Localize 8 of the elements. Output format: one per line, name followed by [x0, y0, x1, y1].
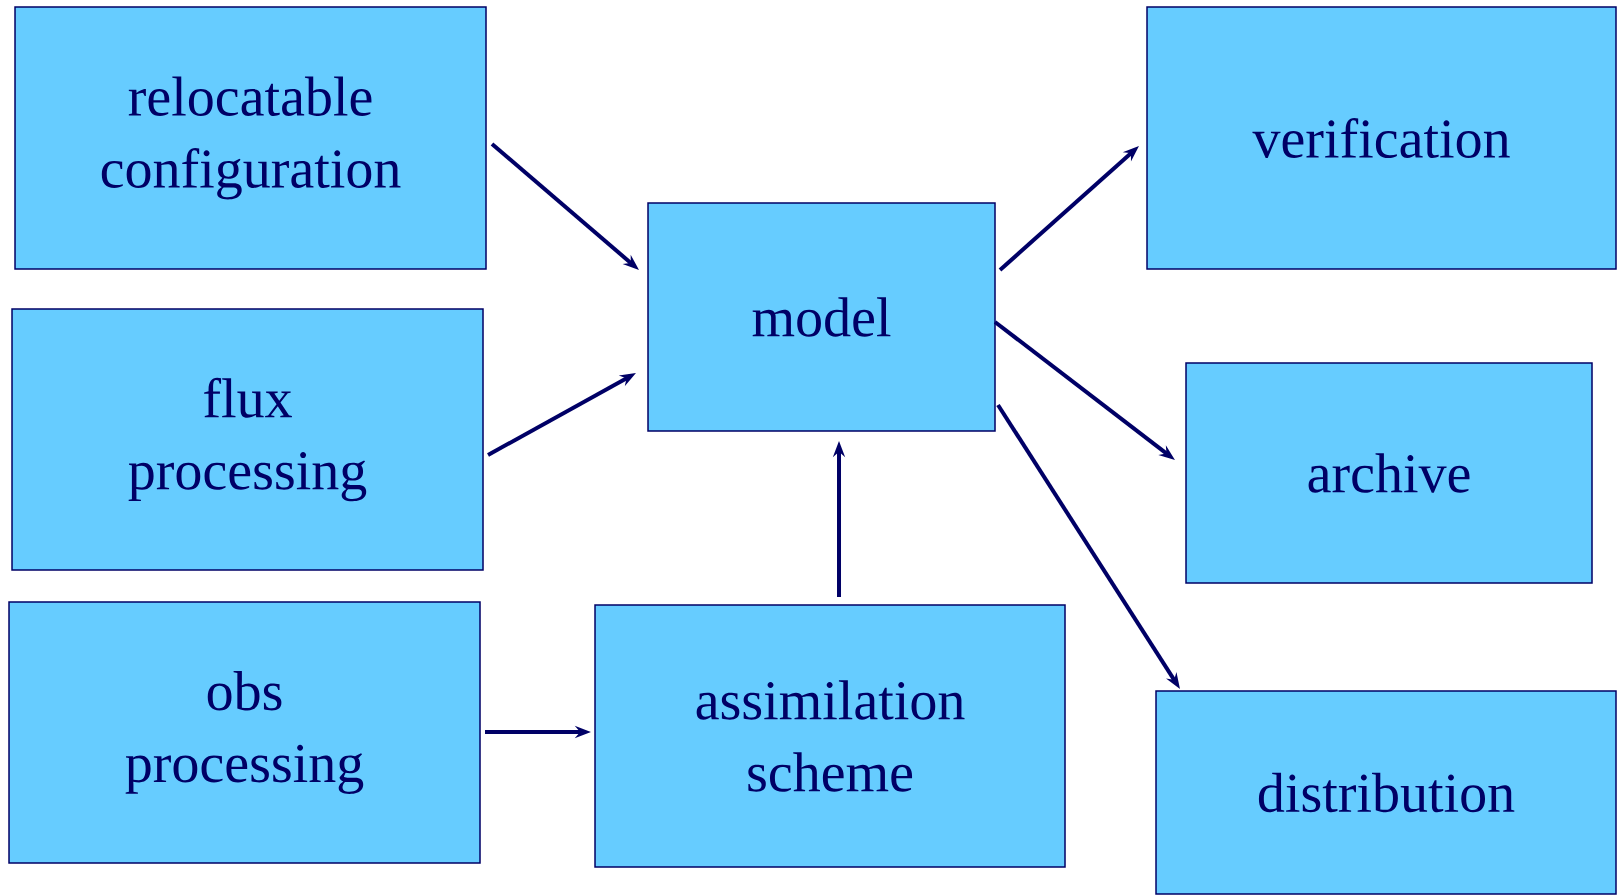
- process-box: flux processing: [11, 308, 484, 571]
- process-box: obs processing: [8, 601, 481, 864]
- process-box: relocatable configuration: [14, 6, 487, 270]
- process-box: assimilation scheme: [594, 604, 1066, 868]
- process-box: verification: [1146, 6, 1617, 270]
- process-box: distribution: [1155, 690, 1617, 895]
- process-box: model: [647, 202, 996, 432]
- process-box: archive: [1185, 362, 1593, 584]
